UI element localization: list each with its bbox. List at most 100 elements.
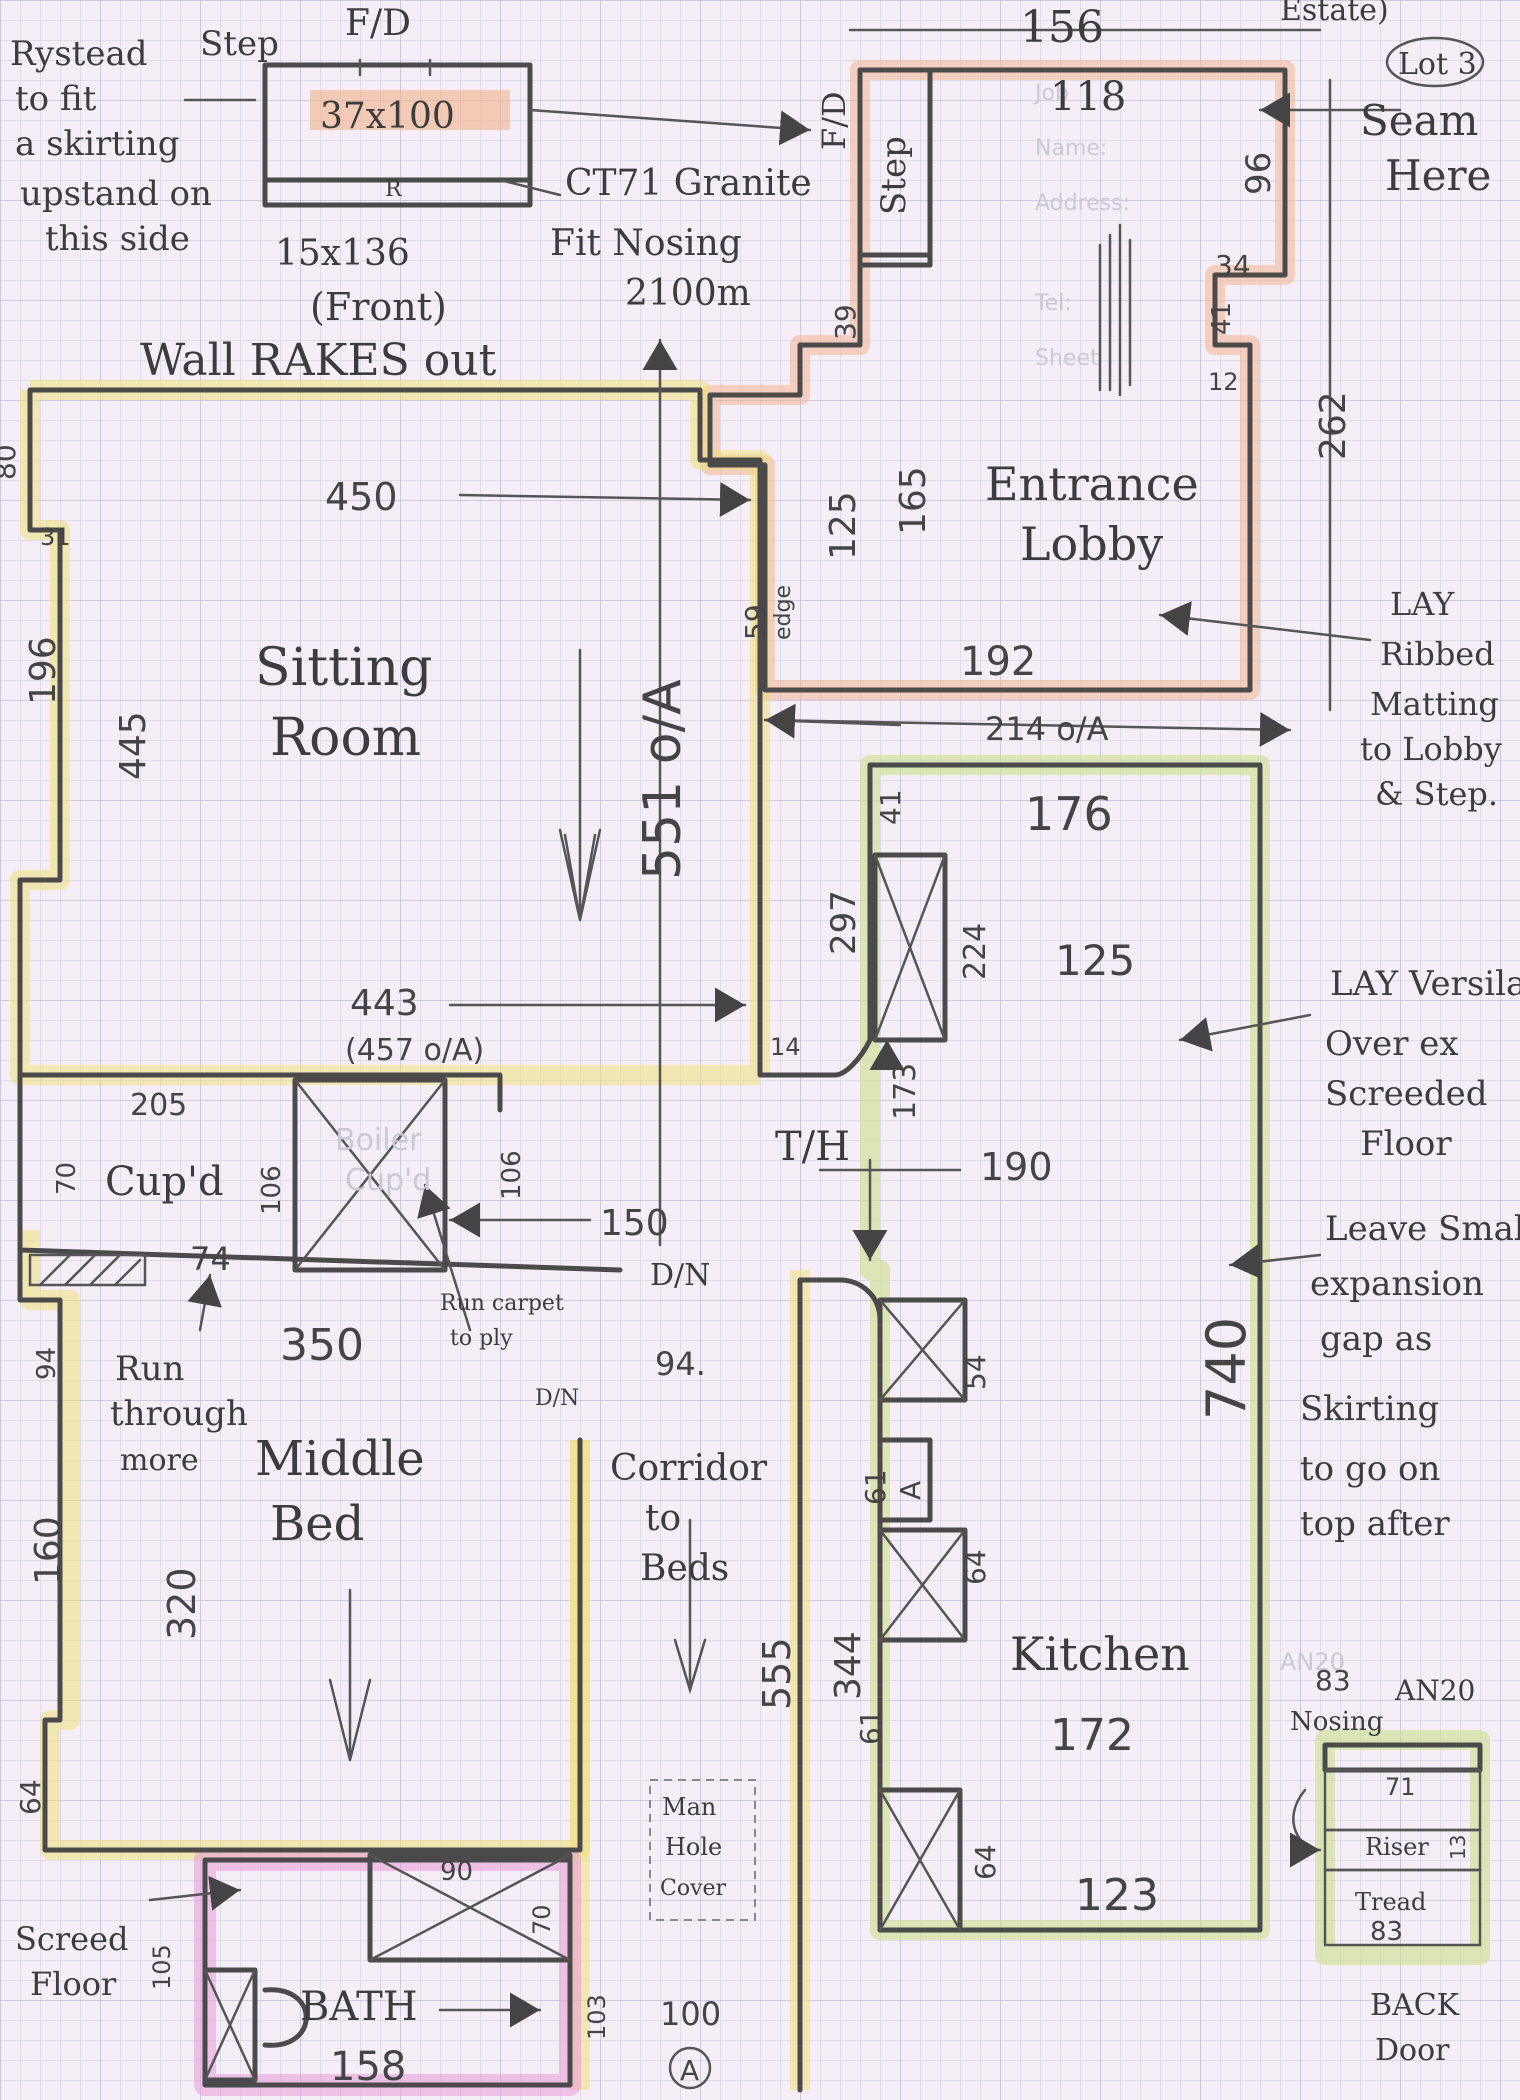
dim-54: 54	[959, 1354, 992, 1390]
circle-a-marker	[668, 2046, 712, 2090]
tread-label: Tread	[1355, 1888, 1426, 1916]
matting-note-line: Ribbed	[1380, 635, 1495, 673]
bath-label: BATH	[300, 1984, 418, 2030]
kitchen-walls	[867, 762, 1322, 1933]
seam-note-line: Seam	[1360, 96, 1479, 145]
th-label: T/H	[775, 1124, 850, 1170]
dim-450: 450	[325, 475, 398, 519]
cupboard-label: Cup'd	[105, 1159, 224, 1205]
expansion-note-line: expansion	[1310, 1264, 1484, 1304]
dim-205: 205	[130, 1088, 187, 1123]
dim-64b: 64	[969, 1844, 1002, 1880]
dim-41: 41	[1207, 302, 1237, 335]
printed-form-fields: Job Name: Address: Tel: Sheet	[1033, 81, 1130, 371]
dim-12: 12	[1208, 368, 1239, 396]
dim-224: 224	[958, 923, 993, 980]
run-carpet-line: Run carpet	[440, 1291, 564, 1316]
fd-vertical: F/D	[815, 91, 853, 150]
upstand-note-line: to fit	[15, 79, 97, 119]
dim-96: 96	[1239, 152, 1279, 195]
upstand-note-line: a skirting	[15, 124, 179, 164]
dim-320: 320	[160, 1567, 204, 1640]
dim-70: 70	[52, 1162, 82, 1195]
corridor-label-line: Beds	[640, 1548, 729, 1589]
form-job: Job	[1033, 81, 1069, 106]
dim-125: 125	[823, 491, 864, 560]
back-door-detail	[1289, 1742, 1483, 1947]
r-label: R	[385, 177, 403, 202]
front-size: 15x136	[275, 233, 410, 274]
dim-190: 190	[980, 1145, 1053, 1189]
lobby-top-width: 118	[1050, 74, 1126, 120]
sitting-label-line: Sitting	[255, 638, 432, 698]
dim-551: 551 o/A	[633, 679, 693, 880]
matting-note-line: LAY	[1390, 585, 1455, 623]
wall-note: Wall RAKES out	[140, 335, 497, 386]
manhole-line: Man	[662, 1793, 716, 1821]
dim-100: 100	[660, 1995, 721, 2033]
versilay-note-line: Screeded	[1325, 1074, 1487, 1114]
versilay-note-line: Floor	[1360, 1124, 1452, 1164]
dim-103: 103	[583, 1994, 611, 2040]
dim-740: 740	[1195, 1317, 1258, 1420]
expansion-note-line: Skirting	[1300, 1389, 1439, 1429]
dim-64c: 64	[14, 1779, 47, 1815]
versilay-note: LAY Versilay Over ex Screeded Floor	[1325, 964, 1520, 1164]
dim-158: 158	[330, 2044, 406, 2090]
step-detail	[183, 58, 812, 208]
upstand-note-line: upstand on	[20, 174, 212, 214]
dn-label: D/N	[650, 1258, 710, 1293]
boiler-label-line: Cup'd	[345, 1163, 431, 1198]
dim-14: 14	[770, 1033, 801, 1061]
dim-555: 555	[755, 1637, 799, 1710]
dim-59: 59	[739, 604, 772, 640]
faint-an20: AN20	[1280, 1648, 1345, 1676]
dim-34: 34	[1215, 249, 1251, 282]
run-note-line: more	[120, 1443, 199, 1478]
dim-192: 192	[960, 639, 1036, 685]
dim-165: 165	[893, 466, 934, 535]
dim-214: 214 o/A	[985, 710, 1109, 748]
bed-label-line: Middle	[255, 1431, 425, 1487]
entrance-lobby-walls	[707, 28, 1402, 747]
corridor-label-line: Corridor	[610, 1448, 768, 1489]
upstand-note-line: Rystead	[10, 34, 147, 74]
bed-label-line: Bed	[270, 1496, 364, 1552]
dim-176: 176	[1025, 787, 1113, 841]
nosing-label: Nosing	[1290, 1707, 1383, 1737]
boiler-label-line: Boiler	[335, 1123, 422, 1158]
expansion-note: Leave Small expansion gap as Skirting to…	[1300, 1209, 1520, 1544]
dim-94a: 94	[32, 1347, 62, 1380]
step-size-highlight	[310, 90, 510, 130]
dim-61a: 61	[859, 1469, 892, 1505]
matting-note-line: Matting	[1370, 685, 1499, 723]
nosing-note-line: Fit Nosing	[550, 223, 742, 264]
form-name: Name:	[1035, 136, 1107, 161]
dim-123: 123	[1075, 1870, 1159, 1921]
nosing-note-line: 2100m	[625, 273, 751, 314]
run-carpet-line: D/N	[535, 1386, 579, 1411]
dim-297: 297	[824, 890, 864, 955]
entrance-label-line: Lobby	[1020, 517, 1163, 571]
entrance-label-line: Entrance	[985, 457, 1199, 511]
run-note-line: Run	[115, 1349, 184, 1389]
front-label: (Front)	[310, 285, 447, 329]
run-note-line: through	[110, 1394, 248, 1434]
expansion-note-line: Leave Small	[1325, 1209, 1520, 1249]
cupboards	[17, 1072, 623, 1332]
dim-443: 443	[350, 983, 419, 1024]
lot-label: Lot 3	[1398, 47, 1477, 82]
dim-74: 74	[190, 1240, 231, 1278]
expansion-note-line: gap as	[1320, 1319, 1432, 1359]
dim-83: 83	[1370, 1917, 1403, 1947]
edge-label: edge	[771, 585, 796, 640]
dim-13: 13	[1446, 1835, 1470, 1860]
middle-bed-walls	[17, 1247, 583, 1853]
form-sheet: Sheet	[1035, 346, 1099, 371]
an20-label: AN20	[1394, 1674, 1475, 1707]
manhole-line: Cover	[660, 1876, 727, 1901]
back-door-line: BACK	[1370, 1988, 1460, 2023]
riser-label: Riser	[1365, 1833, 1429, 1861]
step-label: Step	[200, 24, 279, 64]
